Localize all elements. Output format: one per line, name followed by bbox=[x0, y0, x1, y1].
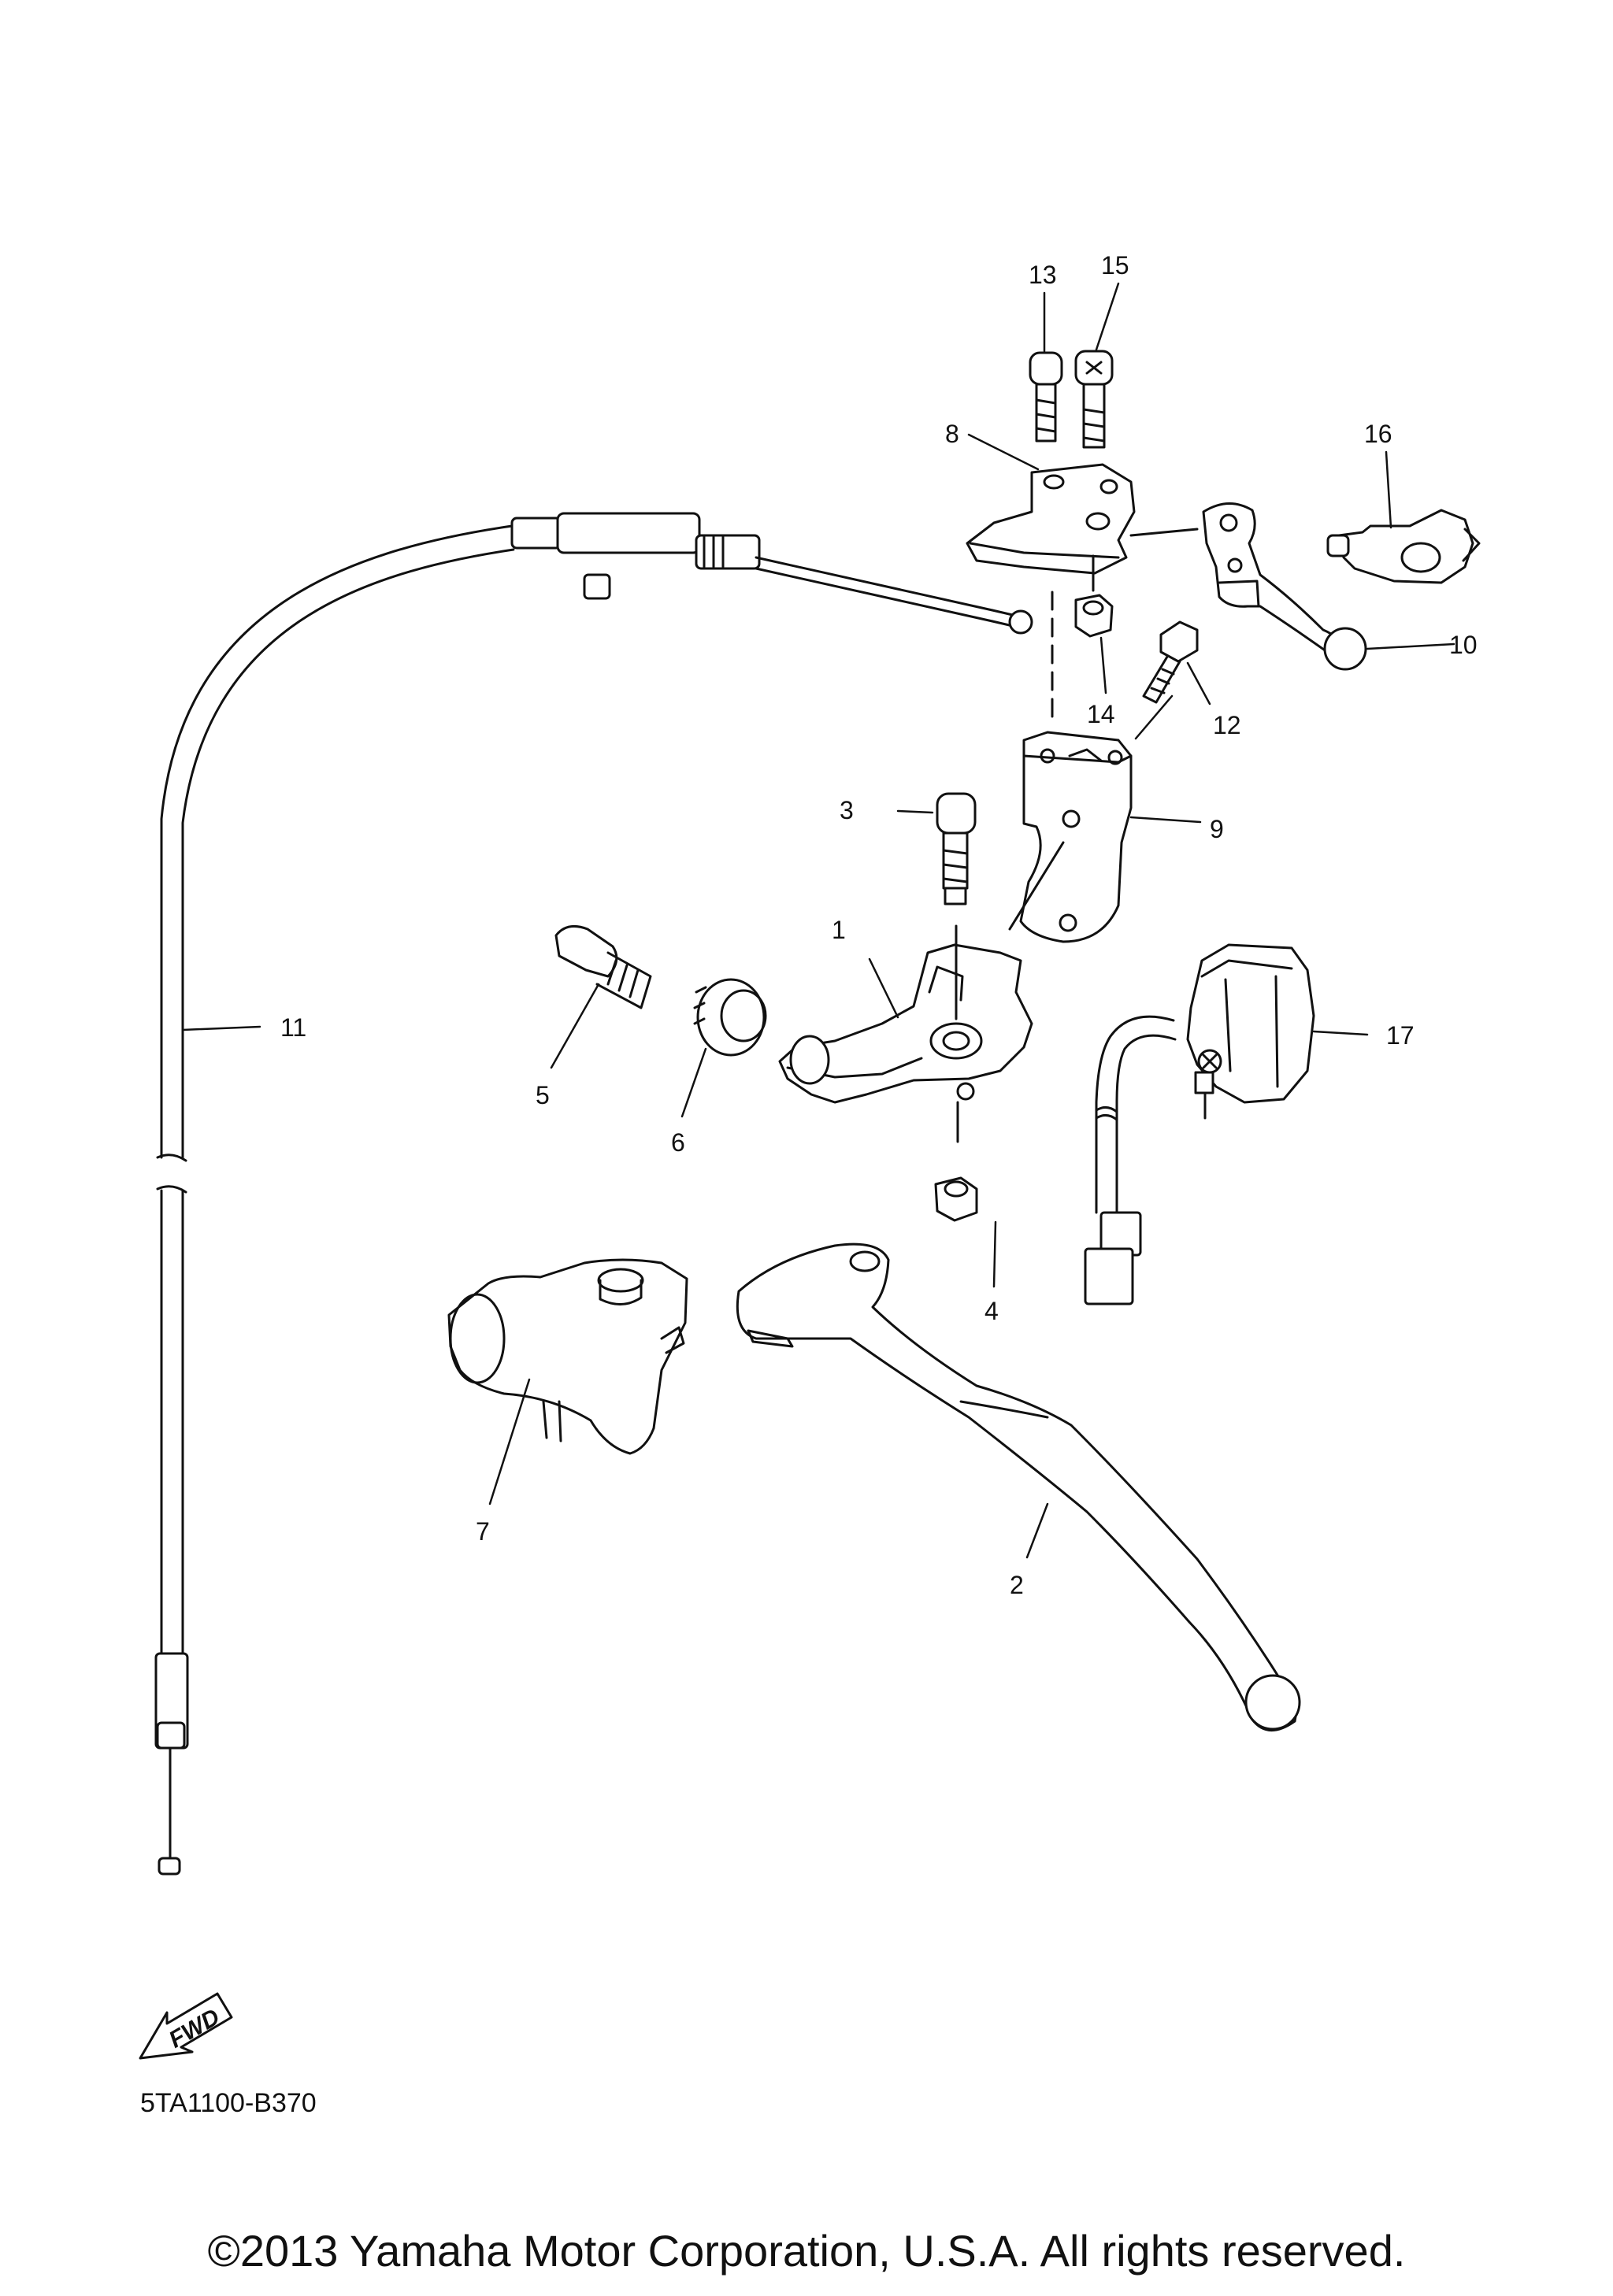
adjuster-locknut bbox=[693, 978, 767, 1057]
callout-10: 10 bbox=[1449, 631, 1478, 659]
adjuster-bolt bbox=[554, 924, 652, 1009]
nut-14 bbox=[1074, 594, 1114, 638]
copyright-notice: ©2013 Yamaha Motor Corporation, U.S.A. A… bbox=[207, 2226, 1406, 2276]
callout-2: 2 bbox=[1010, 1571, 1024, 1599]
callout-11: 11 bbox=[280, 1013, 306, 1042]
callout-1: 1 bbox=[832, 916, 846, 944]
callout-labels: 13 15 8 16 10 14 12 9 3 1 11 17 5 6 4 7 … bbox=[140, 251, 1478, 2118]
lever-holder-upper bbox=[966, 463, 1136, 575]
lever-holder-lower bbox=[1019, 731, 1133, 943]
clutch-lever bbox=[736, 1242, 1301, 1731]
callout-12: 12 bbox=[1213, 711, 1241, 739]
callout-5: 5 bbox=[536, 1081, 550, 1109]
fwd-arrow-icon bbox=[139, 1992, 233, 2060]
nut-4 bbox=[934, 1176, 978, 1222]
callout-16: 16 bbox=[1364, 420, 1392, 448]
bolt-13 bbox=[1029, 351, 1063, 443]
bolt-3 bbox=[936, 792, 977, 905]
lever-cover bbox=[447, 1258, 688, 1455]
callout-17: 17 bbox=[1386, 1021, 1415, 1050]
callout-leaders bbox=[181, 282, 1455, 1559]
bolt-12 bbox=[1142, 620, 1199, 704]
hot-start-lever-holder bbox=[1326, 509, 1481, 584]
hot-start-lever bbox=[1202, 502, 1367, 671]
diagram-code: 5TA1100-B370 bbox=[140, 2088, 317, 2118]
lever-bracket bbox=[778, 943, 1033, 1104]
clutch-cable bbox=[154, 512, 1033, 1876]
callout-6: 6 bbox=[671, 1128, 685, 1157]
bolt-15 bbox=[1074, 350, 1114, 449]
callout-4: 4 bbox=[984, 1297, 999, 1325]
callout-3: 3 bbox=[840, 796, 854, 824]
callout-15: 15 bbox=[1101, 251, 1129, 280]
callout-14: 14 bbox=[1087, 700, 1115, 728]
callout-7: 7 bbox=[476, 1517, 490, 1546]
callout-9: 9 bbox=[1210, 815, 1224, 843]
callout-8: 8 bbox=[945, 420, 959, 448]
clutch-switch bbox=[1084, 943, 1315, 1305]
callout-13: 13 bbox=[1029, 261, 1057, 289]
